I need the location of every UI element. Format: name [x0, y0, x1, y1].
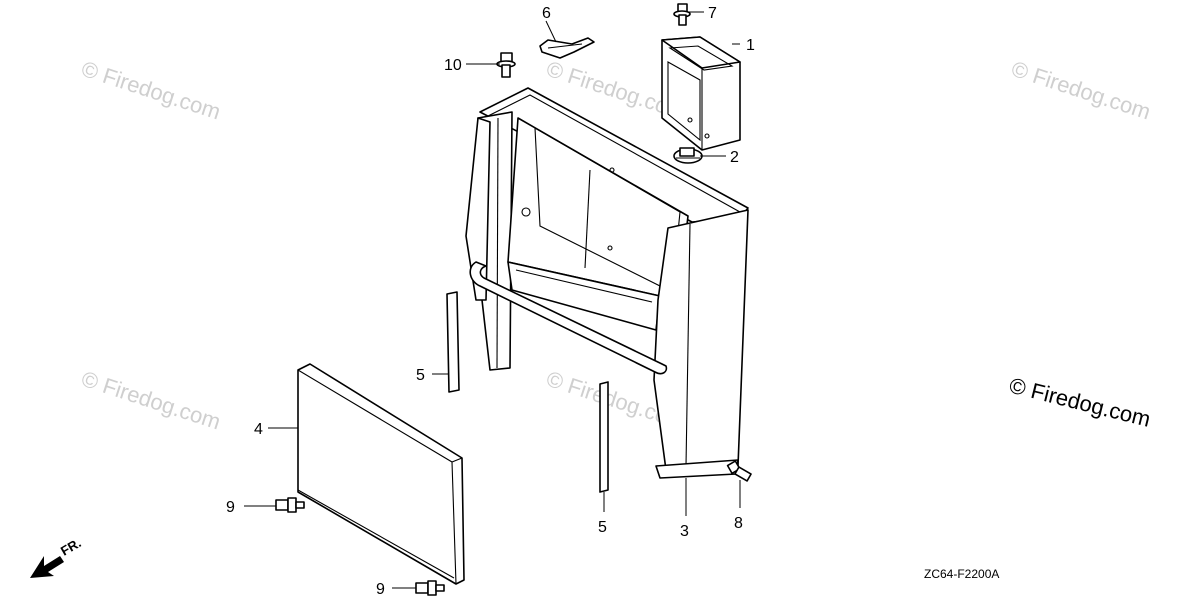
- part-2-clip: [673, 147, 703, 164]
- callout-9: 9: [226, 499, 235, 516]
- callout-2: 2: [730, 149, 739, 166]
- callouts: 1 2 3 4 5 5 6 7 8 9 9 10: [226, 5, 755, 598]
- leader-lines: [244, 11, 741, 589]
- part-9-bolt-lower: [415, 580, 445, 596]
- callout-1: 1: [746, 37, 755, 54]
- callout-6: 6: [542, 5, 551, 22]
- callout-8: 8: [734, 515, 743, 532]
- part-7-bolt: [673, 3, 691, 26]
- part-4-panel: [297, 363, 465, 585]
- part-5-strip-upper: [446, 291, 460, 393]
- callout-7: 7: [708, 5, 717, 22]
- copyright-text: © Firedog.com: [1007, 373, 1153, 432]
- callout-10: 10: [444, 57, 462, 74]
- part-1-cover: [661, 36, 741, 151]
- part-9-bolt-upper: [275, 497, 305, 513]
- part-8-bolt: [726, 460, 752, 482]
- front-label: FR.: [58, 535, 84, 558]
- watermark: © Firedog.com: [1008, 56, 1153, 124]
- part-5-strip-lower: [599, 381, 609, 493]
- part-10-bolt: [496, 52, 516, 78]
- front-arrow-icon: [30, 556, 64, 578]
- watermark: © Firedog.com: [78, 56, 223, 124]
- callout-4: 4: [254, 421, 263, 438]
- watermark: © Firedog.com: [78, 366, 223, 434]
- callout-5: 5: [416, 367, 425, 384]
- diagram-code: ZC64-F2200A: [924, 567, 999, 581]
- callout-3: 3: [680, 523, 689, 540]
- callout-5: 5: [598, 519, 607, 536]
- part-6-bracket: [539, 37, 595, 59]
- part-3-frame: [465, 87, 749, 479]
- callout-9: 9: [376, 581, 385, 598]
